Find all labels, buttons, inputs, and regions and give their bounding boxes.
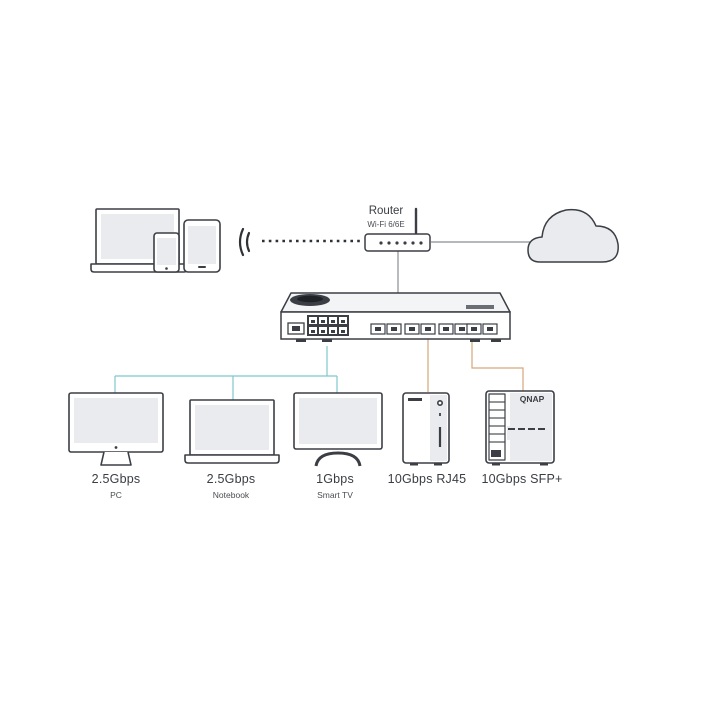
tablet-icon	[183, 219, 221, 273]
pc-name-label: PC	[110, 490, 122, 500]
wifi-signal-icon	[238, 227, 251, 257]
switch-brand-mark	[466, 305, 494, 309]
switch-icon	[280, 292, 511, 342]
smart-tv-icon	[293, 392, 383, 467]
pc-monitor-icon	[68, 392, 164, 466]
nas-4bay-icon: QNAP	[485, 390, 555, 466]
phone-icon	[153, 232, 180, 273]
smart-tv-speed-label: 1Gbps	[316, 472, 354, 486]
connection-lines	[114, 239, 534, 400]
router-icon	[364, 207, 431, 252]
link-2-5g	[114, 346, 338, 400]
notebook-name-label: Notebook	[212, 490, 250, 500]
router-subtitle: Wi-Fi 6/6E	[367, 220, 405, 229]
nas-sfp-speed-label: 10Gbps SFP+	[481, 472, 563, 486]
nas-brand-logo: QNAP	[520, 394, 545, 404]
pc-speed-label: 2.5Gbps	[91, 472, 141, 486]
notebook-speed-label: 2.5Gbps	[206, 472, 256, 486]
cloud-icon	[527, 208, 619, 263]
nas-1bay-icon	[402, 392, 450, 466]
smart-tv-name-label: Smart TV	[317, 490, 353, 500]
switch-2-5g-ports	[307, 315, 349, 336]
link-10g-sfp	[471, 339, 524, 392]
nas-rj45-speed-label: 10Gbps RJ45	[387, 472, 467, 486]
router-title: Router	[368, 205, 404, 217]
notebook-icon	[184, 399, 280, 464]
switch-10g-ports	[370, 323, 498, 335]
